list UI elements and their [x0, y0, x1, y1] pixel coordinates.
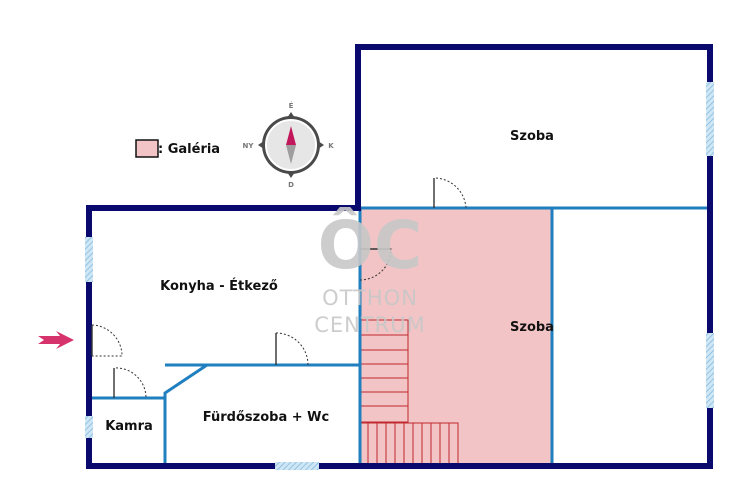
door-stair: [359, 248, 392, 281]
room-label-bathroom: Fürdőszoba + Wc: [203, 410, 329, 425]
compass-needle-south: [286, 145, 296, 164]
door-pantry: [113, 367, 147, 399]
legend-label: : Galéria: [158, 142, 220, 157]
watermark: ÔC OTTHON CENTRUM: [314, 207, 426, 337]
compass-east: K: [328, 142, 334, 150]
room-label-pantry: Kamra: [105, 419, 153, 434]
compass: É D NY K: [243, 101, 335, 189]
staircase: [359, 319, 459, 465]
window-right-top: [706, 82, 714, 156]
watermark-line1: OTTHON: [322, 286, 418, 310]
compass-needle-north: [286, 126, 296, 145]
legend: : Galéria: [135, 139, 220, 158]
room-label-right-room: Szoba: [510, 320, 554, 335]
window-left-bottom: [85, 416, 93, 438]
legend-swatch: [135, 139, 159, 158]
outer-walls: [86, 44, 713, 469]
watermark-line2: CENTRUM: [314, 313, 426, 337]
window-left-top: [85, 237, 93, 282]
window-right-bottom: [706, 333, 714, 408]
watermark-logo: ÔC: [318, 207, 423, 284]
compass-south: D: [288, 181, 294, 189]
gallery-area: [360, 208, 552, 464]
compass-west: NY: [243, 142, 255, 150]
door-top-room: [433, 177, 467, 209]
doors: [91, 177, 467, 399]
windows: [85, 82, 714, 470]
room-label-top-room: Szoba: [510, 129, 554, 144]
entrance-arrow: [38, 331, 74, 349]
door-bathroom: [275, 332, 309, 366]
inner-walls: [90, 206, 710, 465]
compass-north: É: [289, 101, 294, 110]
room-label-kitchen: Konyha - Étkező: [160, 278, 278, 294]
door-entrance: [91, 324, 123, 357]
window-bottom: [275, 462, 319, 470]
